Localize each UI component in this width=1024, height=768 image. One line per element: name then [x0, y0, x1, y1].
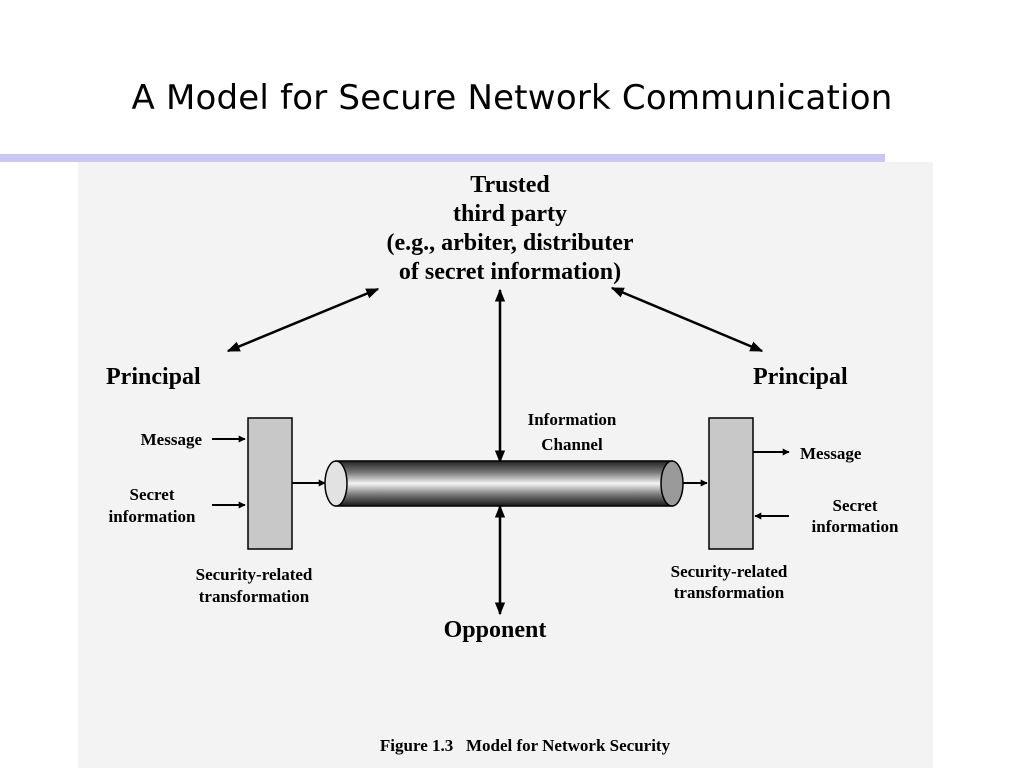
- transform-right-label-1: Security-related: [671, 562, 788, 581]
- channel-label-2: Channel: [541, 435, 603, 454]
- arrow-ttp-right-principal: [610, 286, 764, 353]
- right-message-label: Message: [800, 444, 862, 463]
- title-rule: [0, 154, 885, 162]
- transform-left-label-2: transformation: [199, 587, 310, 606]
- ttp-line-3: (e.g., arbiter, distributer: [386, 230, 633, 256]
- left-secret-label-1: Secret: [130, 485, 175, 504]
- opponent-label: Opponent: [444, 617, 547, 643]
- principal-left: Principal: [106, 364, 201, 390]
- right-secret-label-1: Secret: [833, 496, 878, 515]
- transform-right-label-2: transformation: [674, 583, 785, 602]
- information-channel-pipe: [324, 460, 684, 507]
- channel-label-1: Information: [528, 410, 617, 429]
- slide-title: A Model for Secure Network Communication: [131, 78, 893, 118]
- transformation-box-right: [708, 417, 754, 550]
- ttp-line-2: third party: [453, 201, 567, 227]
- arrow-ttp-left-principal: [226, 287, 380, 353]
- principal-right: Principal: [753, 364, 848, 390]
- trusted-third-party-label: Trusted third party (e.g., arbiter, dist…: [386, 172, 633, 285]
- right-secret-label-2: information: [812, 517, 899, 536]
- figure-caption: Figure 1.3 Model for Network Security: [380, 736, 671, 755]
- left-message-label: Message: [141, 430, 203, 449]
- transformation-box-left: [247, 417, 293, 550]
- ttp-line-4: of secret information): [399, 259, 621, 285]
- left-secret-label-2: information: [109, 507, 196, 526]
- ttp-line-1: Trusted: [470, 172, 550, 198]
- transform-left-label-1: Security-related: [196, 565, 313, 584]
